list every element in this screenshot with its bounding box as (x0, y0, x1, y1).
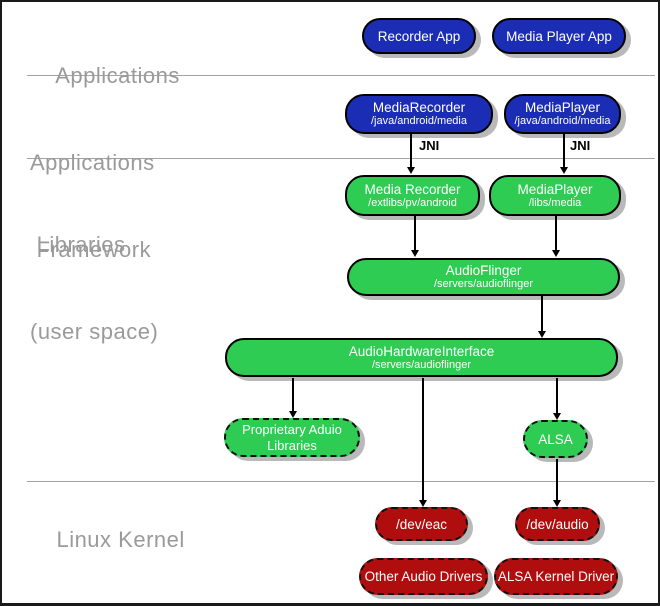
linux-kernel-label-text: Linux Kernel (56, 527, 185, 552)
arrow-ahi-to-proprietary (292, 378, 294, 411)
node-audiohardwareinterface-label: AudioHardwareInterface (348, 343, 495, 359)
arrow-mediaplayer-jni (563, 133, 565, 167)
layer-label-linux-kernel: Linux Kernel (30, 496, 185, 583)
node-media-recorder-lib-path: /extlibs/pv/android (368, 196, 457, 209)
node-dev-audio: /dev/audio (515, 507, 600, 541)
node-proprietary-audio-libraries-label: Proprietary Aduio Libraries (242, 421, 342, 453)
arrow-audioflinger-to-ahi (541, 296, 543, 331)
divider-framework-libraries (27, 158, 655, 159)
arrow-ahi-to-dev-eac (422, 378, 424, 500)
node-audiohardwareinterface-path: /servers/audioflinger (371, 358, 472, 371)
node-audiohardwareinterface: AudioHardwareInterface /servers/audiofli… (225, 338, 618, 377)
node-dev-audio-label: /dev/audio (526, 516, 589, 532)
node-mediaplayer-framework: MediaPlayer /java/android/media (504, 94, 621, 134)
node-dev-eac: /dev/eac (375, 507, 468, 541)
node-media-recorder-lib: Media Recorder /extlibs/pv/android (345, 175, 480, 216)
node-mediaplayer-lib-path: /libs/media (528, 196, 582, 209)
node-mediarecorder-framework-path: /java/android/media (370, 115, 467, 127)
jni-label-left: JNI (419, 138, 440, 153)
node-proprietary-audio-libraries: Proprietary Aduio Libraries (224, 418, 360, 457)
node-mediaplayer-framework-path: /java/android/media (514, 115, 611, 127)
node-mediaplayer-framework-label: MediaPlayer (524, 100, 601, 115)
node-media-player-app-label: Media Player App (506, 28, 612, 44)
node-media-player-app: Media Player App (492, 18, 626, 54)
node-alsa-label: ALSA (538, 431, 573, 447)
framework-label-line1: Applications (30, 150, 155, 175)
divider-libraries-kernel (27, 481, 655, 482)
layer-label-applications-text: Applications (55, 63, 180, 88)
libraries-label-line1: Libraries (30, 232, 126, 257)
node-audioflinger: AudioFlinger /servers/audioflinger (347, 258, 620, 296)
layer-label-applications: Applications (30, 32, 180, 119)
node-audioflinger-label: AudioFlinger (445, 263, 522, 278)
arrow-ahi-to-alsa (556, 378, 558, 413)
node-mediarecorder-framework-label: MediaRecorder (372, 100, 466, 115)
node-recorder-app-label: Recorder App (377, 28, 461, 44)
node-media-recorder-lib-label: Media Recorder (364, 181, 461, 197)
node-alsa-kernel-driver-label: ALSA Kernel Driver (497, 569, 615, 584)
node-other-audio-drivers: Other Audio Drivers (359, 558, 488, 595)
node-mediarecorder-framework: MediaRecorder /java/android/media (345, 94, 493, 134)
node-recorder-app: Recorder App (362, 18, 476, 54)
arrow-mediarecorder-to-audioflinger (414, 216, 416, 250)
node-mediaplayer-lib-label: MediaPlayer (517, 181, 593, 197)
divider-applications-framework (27, 75, 655, 76)
node-audioflinger-path: /servers/audioflinger (433, 278, 534, 290)
arrow-alsa-to-dev-audio (556, 459, 558, 500)
layer-label-libraries: Libraries (user space) (30, 172, 158, 404)
node-other-audio-drivers-label: Other Audio Drivers (364, 569, 483, 584)
node-dev-eac-label: /dev/eac (395, 516, 448, 532)
framework-label-line2: Framework (30, 237, 152, 262)
node-mediaplayer-lib: MediaPlayer /libs/media (489, 175, 621, 216)
node-alsa: ALSA (523, 420, 588, 458)
arrow-mediaplayer-to-audioflinger (555, 216, 557, 250)
layer-label-applications-framework: Applications Framework (30, 90, 155, 322)
libraries-label-line2: (user space) (30, 319, 159, 344)
node-alsa-kernel-driver: ALSA Kernel Driver (494, 558, 618, 595)
arrow-mediarecorder-jni (410, 133, 412, 167)
jni-label-right: JNI (570, 138, 591, 153)
